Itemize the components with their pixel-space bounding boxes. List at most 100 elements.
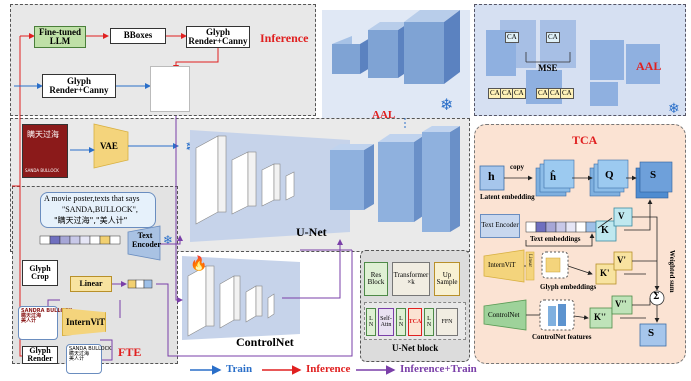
res-block-label: Res Block: [367, 270, 385, 286]
tca-output-label: S: [648, 327, 655, 339]
tca-h-hat-label: ĥ: [550, 171, 557, 183]
up-sample-label: Up Sample: [436, 270, 458, 286]
tca-q-stack: [589, 159, 629, 197]
glyph-render-label: Glyph Render: [27, 345, 53, 363]
glyph-render-image-text: SANDA BULLOCK 瞒天过海 美人计: [69, 346, 112, 362]
fte-panel-title: FTE: [118, 345, 142, 359]
fte-internvit-shape: [62, 308, 106, 336]
controlnet-features-box: [539, 299, 575, 331]
tca-s-stack: [635, 161, 673, 199]
unet-decoder-blocks: [330, 126, 460, 232]
tca-v2-label: V'': [615, 299, 627, 309]
aal-ca-tag: CA: [505, 32, 519, 43]
aal-ca-tag: CA: [560, 88, 574, 99]
tca-box: TCA: [408, 308, 422, 336]
canny-output-image: [150, 66, 190, 112]
tca-controlnet-features-label: ControlNet features: [532, 333, 592, 341]
trainable-flame-icon: 🔥: [190, 255, 207, 272]
tca-k1-box: [595, 263, 617, 285]
unet-encoder-blocks: [195, 135, 295, 225]
tca-text-embedding-strip: [525, 221, 597, 233]
res-block-box: Res Block: [364, 262, 388, 296]
tca-linear-label: Linear: [527, 254, 532, 268]
ffn-label: FFN: [441, 318, 453, 325]
tca-h-box: [479, 165, 505, 191]
ln-label: L N: [398, 315, 404, 328]
glyph-render-image: SANDA BULLOCK 瞒天过海 美人计: [66, 344, 111, 374]
self-attn-label: Self-Attn: [380, 315, 392, 328]
tca-text-encoder-box: Text Encoder: [480, 214, 520, 238]
tca-v-label: V: [618, 211, 625, 221]
fte-prompt-line-3: "瞒天过海","美人计": [54, 216, 128, 225]
legend-inference-train-label: Inference+Train: [400, 363, 477, 375]
tca-text-embeddings-label: Text embeddings: [530, 235, 581, 243]
ln-box-3: L N: [424, 308, 434, 336]
tca-internvit-shape: [483, 249, 525, 283]
movie-poster-image: 瞒天过海 SANDA BULLOCK: [22, 124, 68, 178]
glyph-crop-image-text: SANDRA BULLOCK 瞒天过海 美人计: [21, 308, 73, 324]
up-sample-box: Up Sample: [434, 262, 460, 296]
linear-output-strip: [127, 279, 153, 289]
llm-box: Fine-tuned LLM: [34, 26, 86, 48]
tca-controlnet-shape: [483, 299, 527, 331]
controlnet-blocks: [187, 265, 275, 337]
controlnet-label: ControlNet: [236, 335, 294, 349]
glyph-crop-label: Glyph Crop: [29, 263, 51, 281]
tca-text-encoder-label: Text Encoder: [481, 221, 519, 230]
tca-controlnet-label: ControlNet: [488, 311, 520, 319]
fte-text-encoder-shape: [127, 225, 161, 261]
fte-prompt-bubble: [40, 192, 156, 228]
ln-label: L N: [426, 315, 432, 328]
aal-encoder-blocks: [322, 10, 470, 118]
fte-linear-box: Linear: [70, 276, 112, 292]
glyph-render-canny-top-box: Glyph Render+Canny: [186, 26, 250, 48]
ln-label: L N: [368, 315, 374, 328]
ln-box-2: L N: [396, 308, 406, 336]
tca-k2-label: K'': [594, 312, 607, 322]
tca-panel-title: TCA: [572, 133, 598, 147]
tca-copy-label: copy: [510, 163, 524, 171]
tca-connections: [504, 175, 660, 323]
inference-panel-title: Inference: [260, 31, 309, 45]
fte-text-encoder-label: Text Encoder: [132, 231, 161, 249]
frozen-icon: ❄: [668, 101, 680, 117]
bboxes-label: BBoxes: [123, 30, 153, 41]
tca-s-label: S: [650, 169, 657, 181]
llm-label: Fine-tuned LLM: [38, 26, 81, 46]
tca-h-hat-stack: [535, 159, 575, 197]
tca-latent-embedding-label: Latent embedding: [480, 193, 535, 201]
tca-q-label: Q: [605, 169, 614, 181]
fte-prompt-line-1: A movie poster,texts that says: [44, 194, 140, 203]
text-embedding-strip: [39, 235, 121, 245]
self-attn-box: Self-Attn: [378, 308, 394, 336]
vae-label: VAE: [100, 141, 118, 151]
frozen-icon: ❄: [163, 233, 173, 247]
poster-title: 瞒天过海: [27, 130, 59, 139]
ln-box-1: L N: [366, 308, 376, 336]
aal-panel-title: AAL: [636, 59, 662, 73]
tca-k2-box: [589, 307, 613, 329]
tca-k-label: K: [601, 225, 609, 236]
aal-main-label: AAL: [372, 109, 396, 121]
aal-ca-tag: CA: [512, 88, 526, 99]
tca-weighted-sum-label: Weighted sum: [668, 250, 676, 293]
glyph-render-box: Glyph Render: [22, 346, 58, 364]
tca-h-label: h: [488, 169, 495, 183]
legend-train-label: Train: [226, 363, 253, 375]
poster-text: SANDA BULLOCK: [25, 168, 59, 173]
glyph-render-canny-left-label: Glyph Render+Canny: [49, 75, 109, 95]
glyph-crop-image: SANDRA BULLOCK 瞒天过海 美人计: [18, 306, 72, 340]
glyph-crop-box: Glyph Crop: [22, 260, 58, 286]
transformer-label: Transformer ×k: [393, 270, 429, 286]
bboxes-box: BBoxes: [110, 28, 166, 44]
tca-label: TCA: [408, 318, 422, 325]
frozen-icon: ❄: [440, 95, 453, 114]
unet-label: U-Net: [296, 225, 327, 239]
tca-k1-label: K': [600, 268, 610, 278]
tca-v1-label: V': [617, 255, 626, 265]
ffn-box: FFN: [436, 308, 458, 336]
mse-label: MSE: [538, 63, 558, 73]
unet-block-title: U-Net block: [392, 343, 439, 353]
tca-glyph-embeddings-label: Glyph embeddings: [540, 283, 597, 291]
